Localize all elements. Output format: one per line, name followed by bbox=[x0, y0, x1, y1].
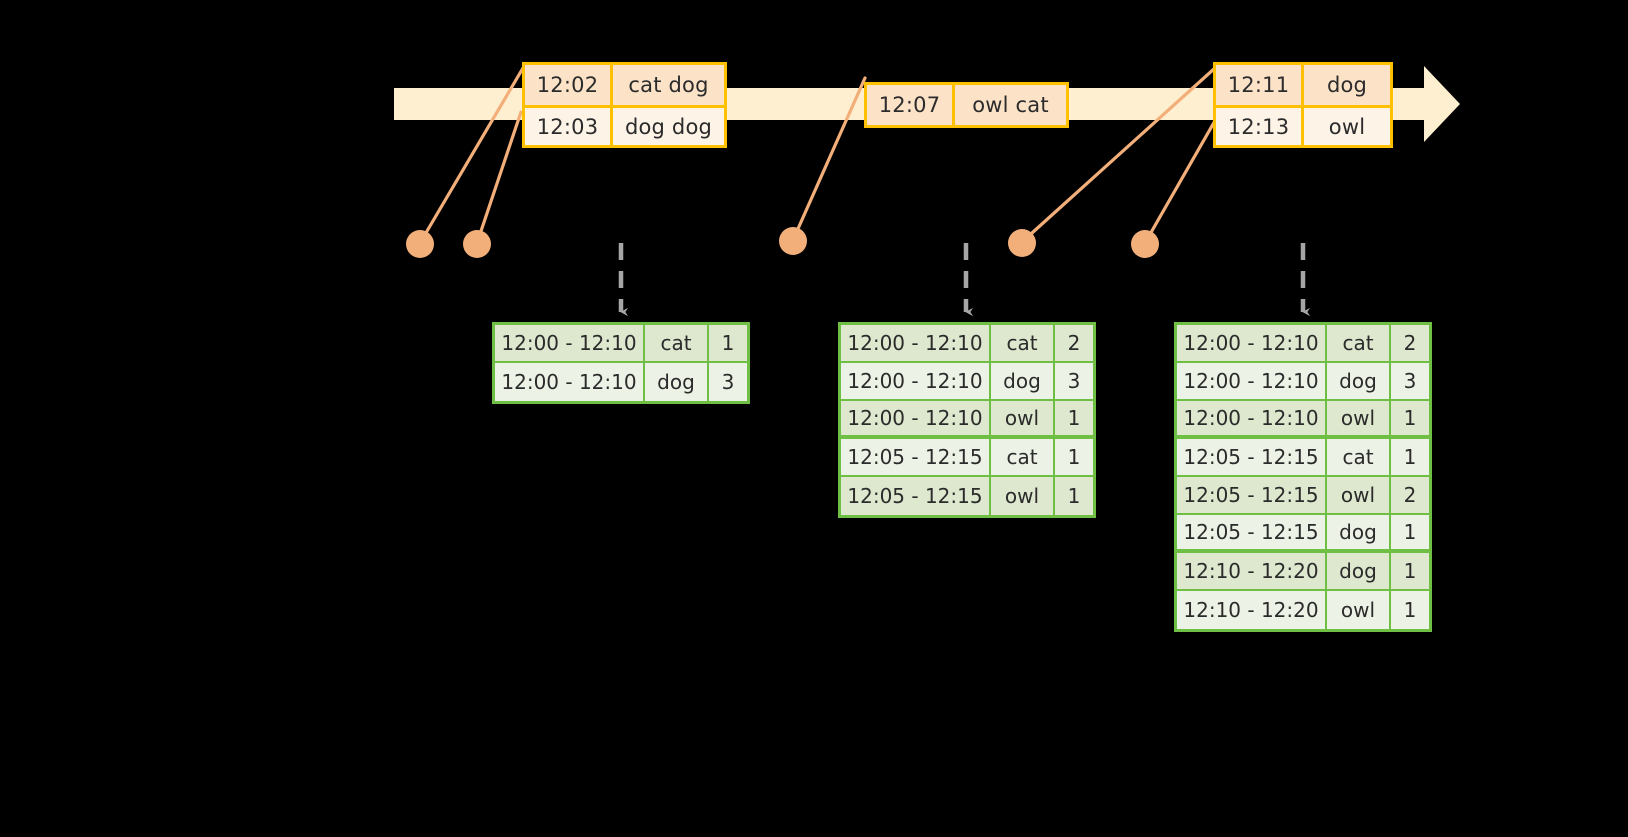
table-row[interactable]: 12:00 - 12:10 dog 3 bbox=[841, 363, 1093, 401]
table-row[interactable]: 12:05 - 12:15 owl 1 bbox=[841, 477, 1093, 515]
cell-window: 12:05 - 12:15 bbox=[1177, 515, 1327, 549]
cell-window: 12:00 - 12:10 bbox=[841, 401, 991, 435]
cell-window: 12:00 - 12:10 bbox=[495, 325, 645, 361]
cell-window: 12:10 - 12:20 bbox=[1177, 591, 1327, 629]
trigger-dot-1 bbox=[406, 230, 434, 258]
event-time: 12:03 bbox=[525, 108, 613, 145]
event-words: owl bbox=[1304, 108, 1390, 145]
cell-window: 12:05 - 12:15 bbox=[1177, 477, 1327, 513]
result-table-1[interactable]: 12:00 - 12:10 cat 1 12:00 - 12:10 dog 3 bbox=[492, 322, 750, 404]
cell-count: 1 bbox=[1391, 401, 1429, 435]
result-table-2[interactable]: 12:00 - 12:10 cat 2 12:00 - 12:10 dog 3 … bbox=[838, 322, 1096, 518]
table-row[interactable]: 12:00 - 12:10 dog 3 bbox=[1177, 363, 1429, 401]
event-time: 12:11 bbox=[1216, 65, 1304, 105]
table-row[interactable]: 12:05 - 12:15 owl 2 bbox=[1177, 477, 1429, 515]
trigger-dot-4 bbox=[1008, 229, 1036, 257]
cell-count: 2 bbox=[1391, 477, 1429, 513]
table-row[interactable]: 12:05 - 12:15 dog 1 bbox=[1177, 515, 1429, 553]
cell-key: cat bbox=[1327, 439, 1391, 475]
cell-key: owl bbox=[1327, 401, 1391, 435]
result-table-3[interactable]: 12:00 - 12:10 cat 2 12:00 - 12:10 dog 3 … bbox=[1174, 322, 1432, 632]
cell-key: cat bbox=[1327, 325, 1391, 361]
cell-count: 1 bbox=[1391, 591, 1429, 629]
cell-key: dog bbox=[1327, 553, 1391, 589]
cell-window: 12:05 - 12:15 bbox=[841, 477, 991, 515]
event-words: dog bbox=[1304, 65, 1390, 105]
table-row[interactable]: 12:00 - 12:10 owl 1 bbox=[1177, 401, 1429, 439]
events-group-3[interactable]: 12:11 dog 12:13 owl bbox=[1213, 62, 1393, 148]
event-row[interactable]: 12:02 cat dog bbox=[525, 65, 724, 105]
cell-count: 1 bbox=[1055, 401, 1093, 435]
table-row[interactable]: 12:10 - 12:20 dog 1 bbox=[1177, 553, 1429, 591]
table-row[interactable]: 12:05 - 12:15 cat 1 bbox=[1177, 439, 1429, 477]
cell-count: 3 bbox=[709, 363, 747, 401]
cell-window: 12:00 - 12:10 bbox=[841, 363, 991, 399]
cell-window: 12:00 - 12:10 bbox=[841, 325, 991, 361]
cell-key: owl bbox=[991, 477, 1055, 515]
trigger-dot-3 bbox=[779, 227, 807, 255]
cell-count: 2 bbox=[1055, 325, 1093, 361]
cell-key: dog bbox=[991, 363, 1055, 399]
event-time: 12:07 bbox=[867, 85, 955, 125]
cell-count: 3 bbox=[1391, 363, 1429, 399]
event-time: 12:13 bbox=[1216, 108, 1304, 145]
cell-key: dog bbox=[645, 363, 709, 401]
cell-window: 12:00 - 12:10 bbox=[1177, 363, 1327, 399]
table-row[interactable]: 12:00 - 12:10 owl 1 bbox=[841, 401, 1093, 439]
table-row[interactable]: 12:10 - 12:20 owl 1 bbox=[1177, 591, 1429, 629]
event-words: cat dog bbox=[613, 65, 724, 105]
trigger-dot-2 bbox=[463, 230, 491, 258]
cell-window: 12:00 - 12:10 bbox=[1177, 325, 1327, 361]
cell-key: owl bbox=[991, 401, 1055, 435]
cell-count: 1 bbox=[1055, 477, 1093, 515]
cell-count: 3 bbox=[1055, 363, 1093, 399]
trigger-dot-5 bbox=[1131, 230, 1159, 258]
cell-key: cat bbox=[645, 325, 709, 361]
cell-key: cat bbox=[991, 439, 1055, 475]
cell-window: 12:00 - 12:10 bbox=[1177, 401, 1327, 435]
cell-count: 1 bbox=[1391, 439, 1429, 475]
cell-window: 12:00 - 12:10 bbox=[495, 363, 645, 401]
cell-window: 12:05 - 12:15 bbox=[1177, 439, 1327, 475]
event-time: 12:02 bbox=[525, 65, 613, 105]
cell-count: 1 bbox=[1391, 553, 1429, 589]
table-row[interactable]: 12:00 - 12:10 cat 2 bbox=[841, 325, 1093, 363]
event-row[interactable]: 12:07 owl cat bbox=[867, 85, 1066, 125]
table-row[interactable]: 12:00 - 12:10 dog 3 bbox=[495, 363, 747, 401]
events-group-1[interactable]: 12:02 cat dog 12:03 dog dog bbox=[522, 62, 727, 148]
table-row[interactable]: 12:05 - 12:15 cat 1 bbox=[841, 439, 1093, 477]
cell-key: cat bbox=[991, 325, 1055, 361]
cell-key: owl bbox=[1327, 477, 1391, 513]
cell-count: 1 bbox=[1055, 439, 1093, 475]
table-row[interactable]: 12:00 - 12:10 cat 1 bbox=[495, 325, 747, 363]
cell-key: owl bbox=[1327, 591, 1391, 629]
cell-key: dog bbox=[1327, 363, 1391, 399]
cell-window: 12:05 - 12:15 bbox=[841, 439, 991, 475]
event-row[interactable]: 12:03 dog dog bbox=[525, 105, 724, 145]
event-words: owl cat bbox=[955, 85, 1066, 125]
cell-count: 1 bbox=[709, 325, 747, 361]
event-row[interactable]: 12:13 owl bbox=[1216, 105, 1390, 145]
events-group-2[interactable]: 12:07 owl cat bbox=[864, 82, 1069, 128]
table-row[interactable]: 12:00 - 12:10 cat 2 bbox=[1177, 325, 1429, 363]
cell-key: dog bbox=[1327, 515, 1391, 549]
cell-count: 2 bbox=[1391, 325, 1429, 361]
cell-window: 12:10 - 12:20 bbox=[1177, 553, 1327, 589]
event-row[interactable]: 12:11 dog bbox=[1216, 65, 1390, 105]
event-words: dog dog bbox=[613, 108, 724, 145]
cell-count: 1 bbox=[1391, 515, 1429, 549]
